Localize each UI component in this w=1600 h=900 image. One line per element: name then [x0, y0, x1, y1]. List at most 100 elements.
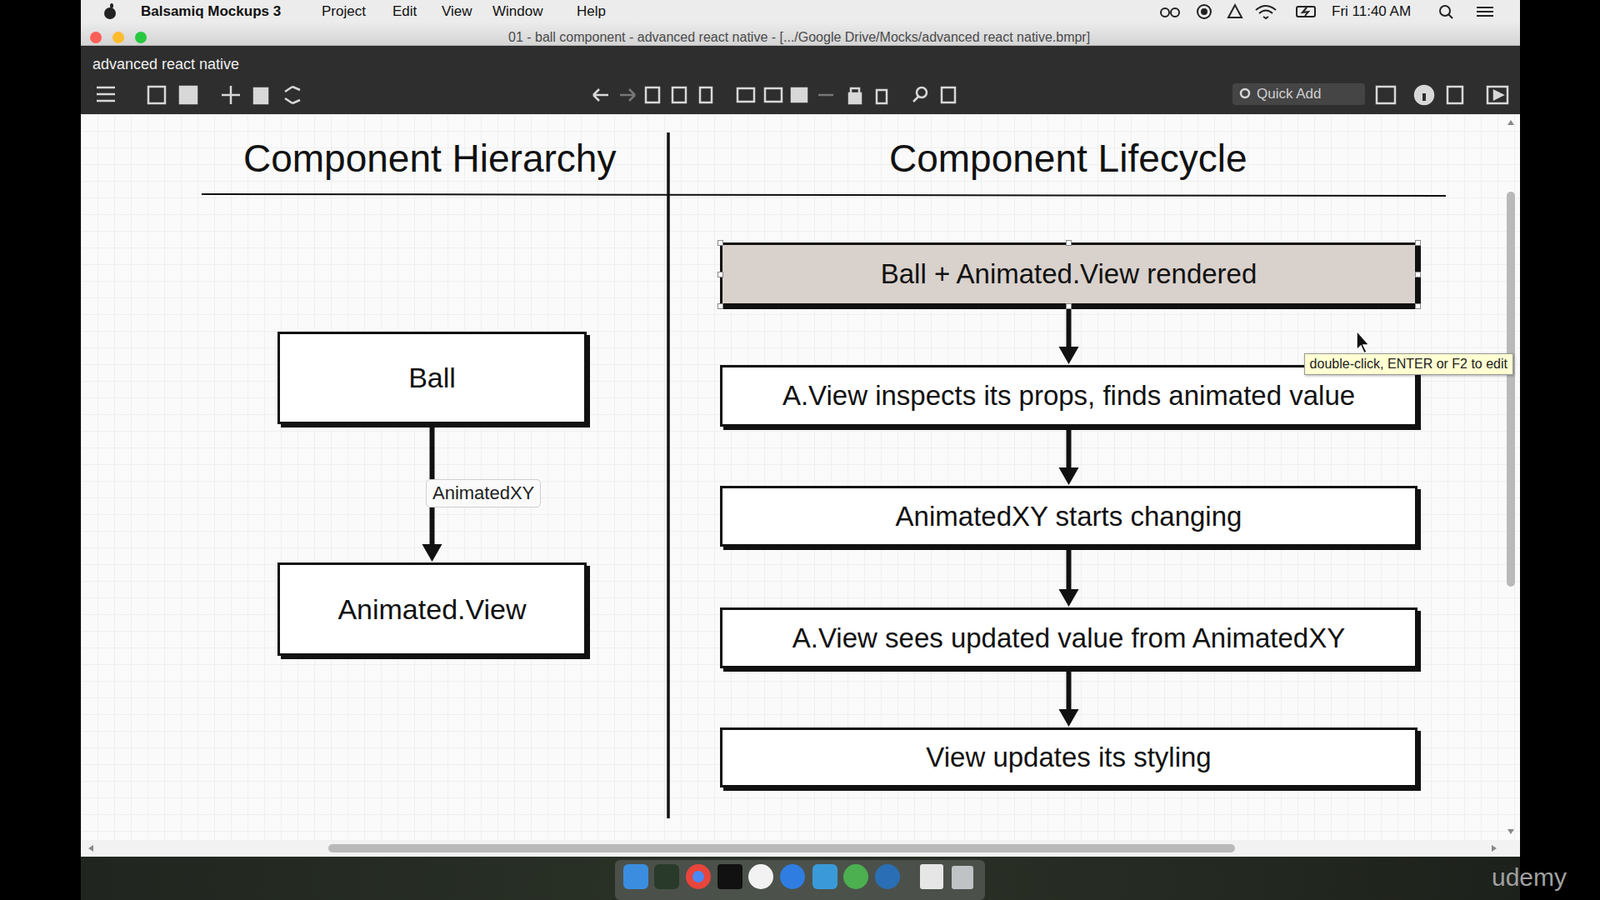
horizontal-scroll-thumb — [328, 844, 1235, 853]
status-icons — [1160, 5, 1494, 19]
menu-item: Window — [492, 3, 543, 20]
dock-icon — [920, 864, 944, 890]
box-text: Animated.View — [337, 592, 526, 627]
process-box: Ball — [277, 331, 587, 425]
toolbar-icon — [189, 95, 197, 104]
box-text: AnimatedXY starts changing — [895, 500, 1243, 534]
scroll-arrow — [1507, 829, 1515, 835]
arrow-line — [1066, 305, 1072, 349]
dock — [615, 860, 985, 900]
toolbar-icon — [791, 88, 807, 102]
redo-icon — [620, 89, 635, 101]
dock-icon — [623, 864, 649, 890]
project-name: advanced react native — [92, 55, 240, 74]
toolbar-icon — [700, 87, 712, 103]
list-icon — [1476, 7, 1494, 16]
selection-handle — [1415, 240, 1421, 246]
undo-icon — [593, 89, 609, 101]
box-text: Ball + Animated.View rendered — [880, 257, 1258, 291]
toolbar-icon — [1487, 86, 1508, 104]
clock: Fri 11:40 AM — [1331, 3, 1411, 20]
apple-logo — [104, 3, 116, 20]
quick-add-search-icon — [1240, 89, 1250, 98]
process-box: A.View sees updated value from AnimatedX… — [720, 607, 1418, 669]
selection-handle — [1065, 240, 1072, 246]
lock-icon — [850, 88, 860, 94]
dock-icon — [875, 864, 900, 890]
arrow-line — [1066, 426, 1072, 470]
battery-bolt — [1302, 7, 1309, 16]
status-icon — [1201, 9, 1207, 15]
selection-handle — [1415, 303, 1421, 310]
window-title: 01 - ball component - advanced react nat… — [508, 30, 1090, 45]
toolbar-icon — [672, 87, 686, 103]
scroll-arrow — [88, 845, 94, 852]
box-text: A.View sees updated value from AnimatedX… — [792, 621, 1345, 655]
wifi-icon — [1255, 5, 1276, 19]
dock-icon — [717, 864, 743, 890]
arrow-head — [1059, 346, 1080, 365]
status-icon — [1197, 5, 1211, 19]
toolbar-icon — [765, 88, 782, 102]
dock-icon — [685, 864, 711, 890]
flow-arrow — [1059, 546, 1080, 607]
zoom-button — [135, 31, 147, 44]
status-icon — [1170, 8, 1180, 17]
menu-item: Project — [321, 3, 366, 20]
toolbar-icon — [180, 95, 188, 104]
flow-arrow — [1059, 305, 1080, 365]
quick-add-field — [1232, 83, 1365, 105]
info-icon — [1415, 85, 1434, 105]
close-button — [90, 31, 102, 44]
toolbar-icon — [1376, 86, 1395, 104]
process-box: Ball + Animated.View rendered — [720, 242, 1418, 306]
edge-label: AnimatedXY — [425, 479, 541, 508]
column-heading: Component Hierarchy — [243, 136, 616, 181]
flow-arrow — [1059, 426, 1080, 485]
toolbar-icons — [96, 83, 1508, 105]
column-heading: Component Lifecycle — [889, 136, 1248, 181]
toolbar-icon — [285, 86, 300, 104]
quick-add-placeholder: Quick Add — [1256, 85, 1322, 103]
column-divider — [666, 132, 670, 819]
present-icon — [1494, 90, 1503, 100]
find-icon — [916, 87, 927, 98]
selection-handle — [1065, 303, 1072, 310]
dock-icon — [812, 864, 838, 890]
dock-icon — [843, 864, 869, 890]
app-name: Balsamiq Mockups 3 — [140, 3, 281, 20]
mouse-cursor — [1356, 330, 1370, 354]
process-box: View updates its styling — [720, 727, 1418, 788]
toolbar-icon — [254, 88, 268, 104]
arrow-head — [1059, 467, 1080, 485]
watermark: udemy — [1491, 863, 1567, 893]
status-icon — [1160, 8, 1170, 17]
apple-logo-leaf — [110, 3, 114, 9]
box-text: Ball — [408, 360, 456, 395]
find-icon — [913, 96, 919, 102]
vertical-scroll-thumb — [1506, 191, 1515, 587]
dock-icon — [692, 870, 705, 883]
heading-underline — [201, 194, 1446, 196]
toolbar-icon — [221, 85, 240, 105]
arrow-line — [1066, 668, 1072, 711]
info-icon — [1422, 93, 1426, 101]
selection-handle — [717, 271, 724, 278]
search-icon — [1448, 14, 1453, 19]
scroll-arrow — [1507, 120, 1515, 125]
toolbar-icon — [189, 86, 197, 95]
battery-icon — [1296, 6, 1315, 17]
toolbar-icon — [645, 87, 660, 103]
status-icon — [1228, 5, 1242, 18]
minimize-button — [112, 31, 125, 44]
menu-item: Help — [576, 3, 606, 20]
selection-handle — [717, 240, 724, 246]
selection-handle — [1415, 271, 1421, 278]
box-text: A.View inspects its props, finds animate… — [782, 379, 1355, 413]
menu-item: Edit — [392, 3, 417, 20]
trash-icon — [876, 90, 887, 104]
toolbar-icon — [180, 86, 188, 95]
dock-icon — [748, 864, 774, 890]
toolbar-icon — [96, 87, 115, 101]
